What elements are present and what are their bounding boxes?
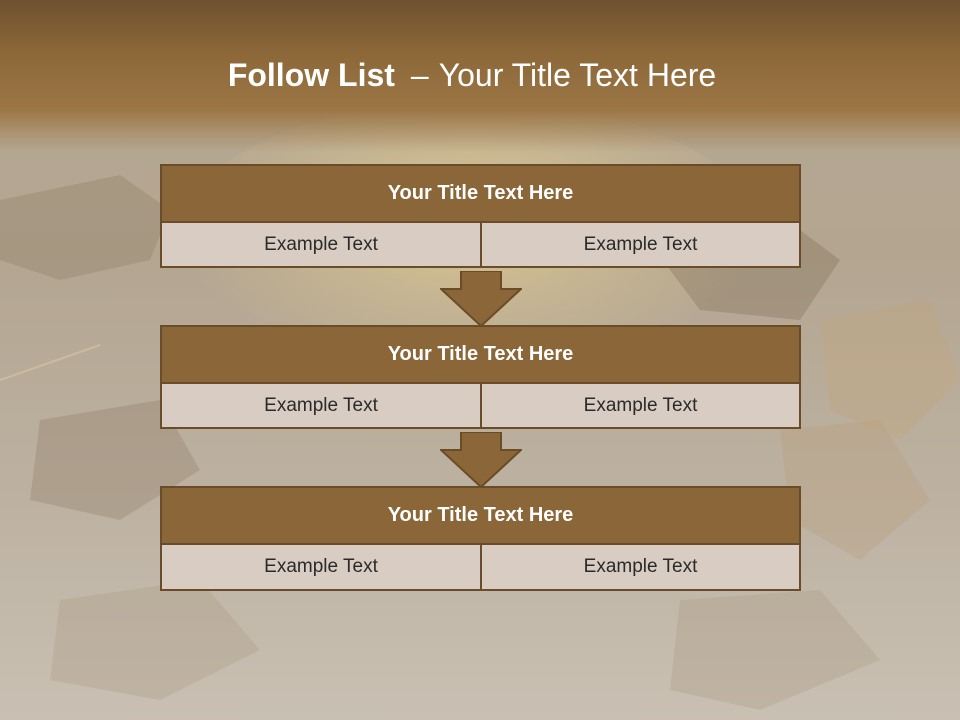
title-dash: – [410,57,429,93]
step-header-text-1: Your Title Text Here [387,182,574,204]
step-header-2: Your Title Text Here [160,325,801,384]
step-cell-right-3: Example Text [480,543,801,591]
step-cell-right-2: Example Text [480,382,801,429]
step-cell-left-3: Example Text [160,543,482,591]
slide-title: Follow List–Your Title Text Here [0,52,944,98]
step-header-1: Your Title Text Here [160,164,801,223]
title-rest: Your Title Text Here [438,57,717,93]
title-bold: Follow List [227,57,395,93]
step-cell-right-1: Example Text [480,221,801,268]
down-arrow-icon [440,432,522,488]
step-header-text-2: Your Title Text Here [387,343,574,365]
down-arrow-icon [440,271,522,327]
step-header-3: Your Title Text Here [160,486,801,545]
step-header-text-3: Your Title Text Here [387,504,574,526]
title-bar [0,0,960,152]
step-cell-left-2: Example Text [160,382,482,429]
step-cell-left-1: Example Text [160,221,482,268]
